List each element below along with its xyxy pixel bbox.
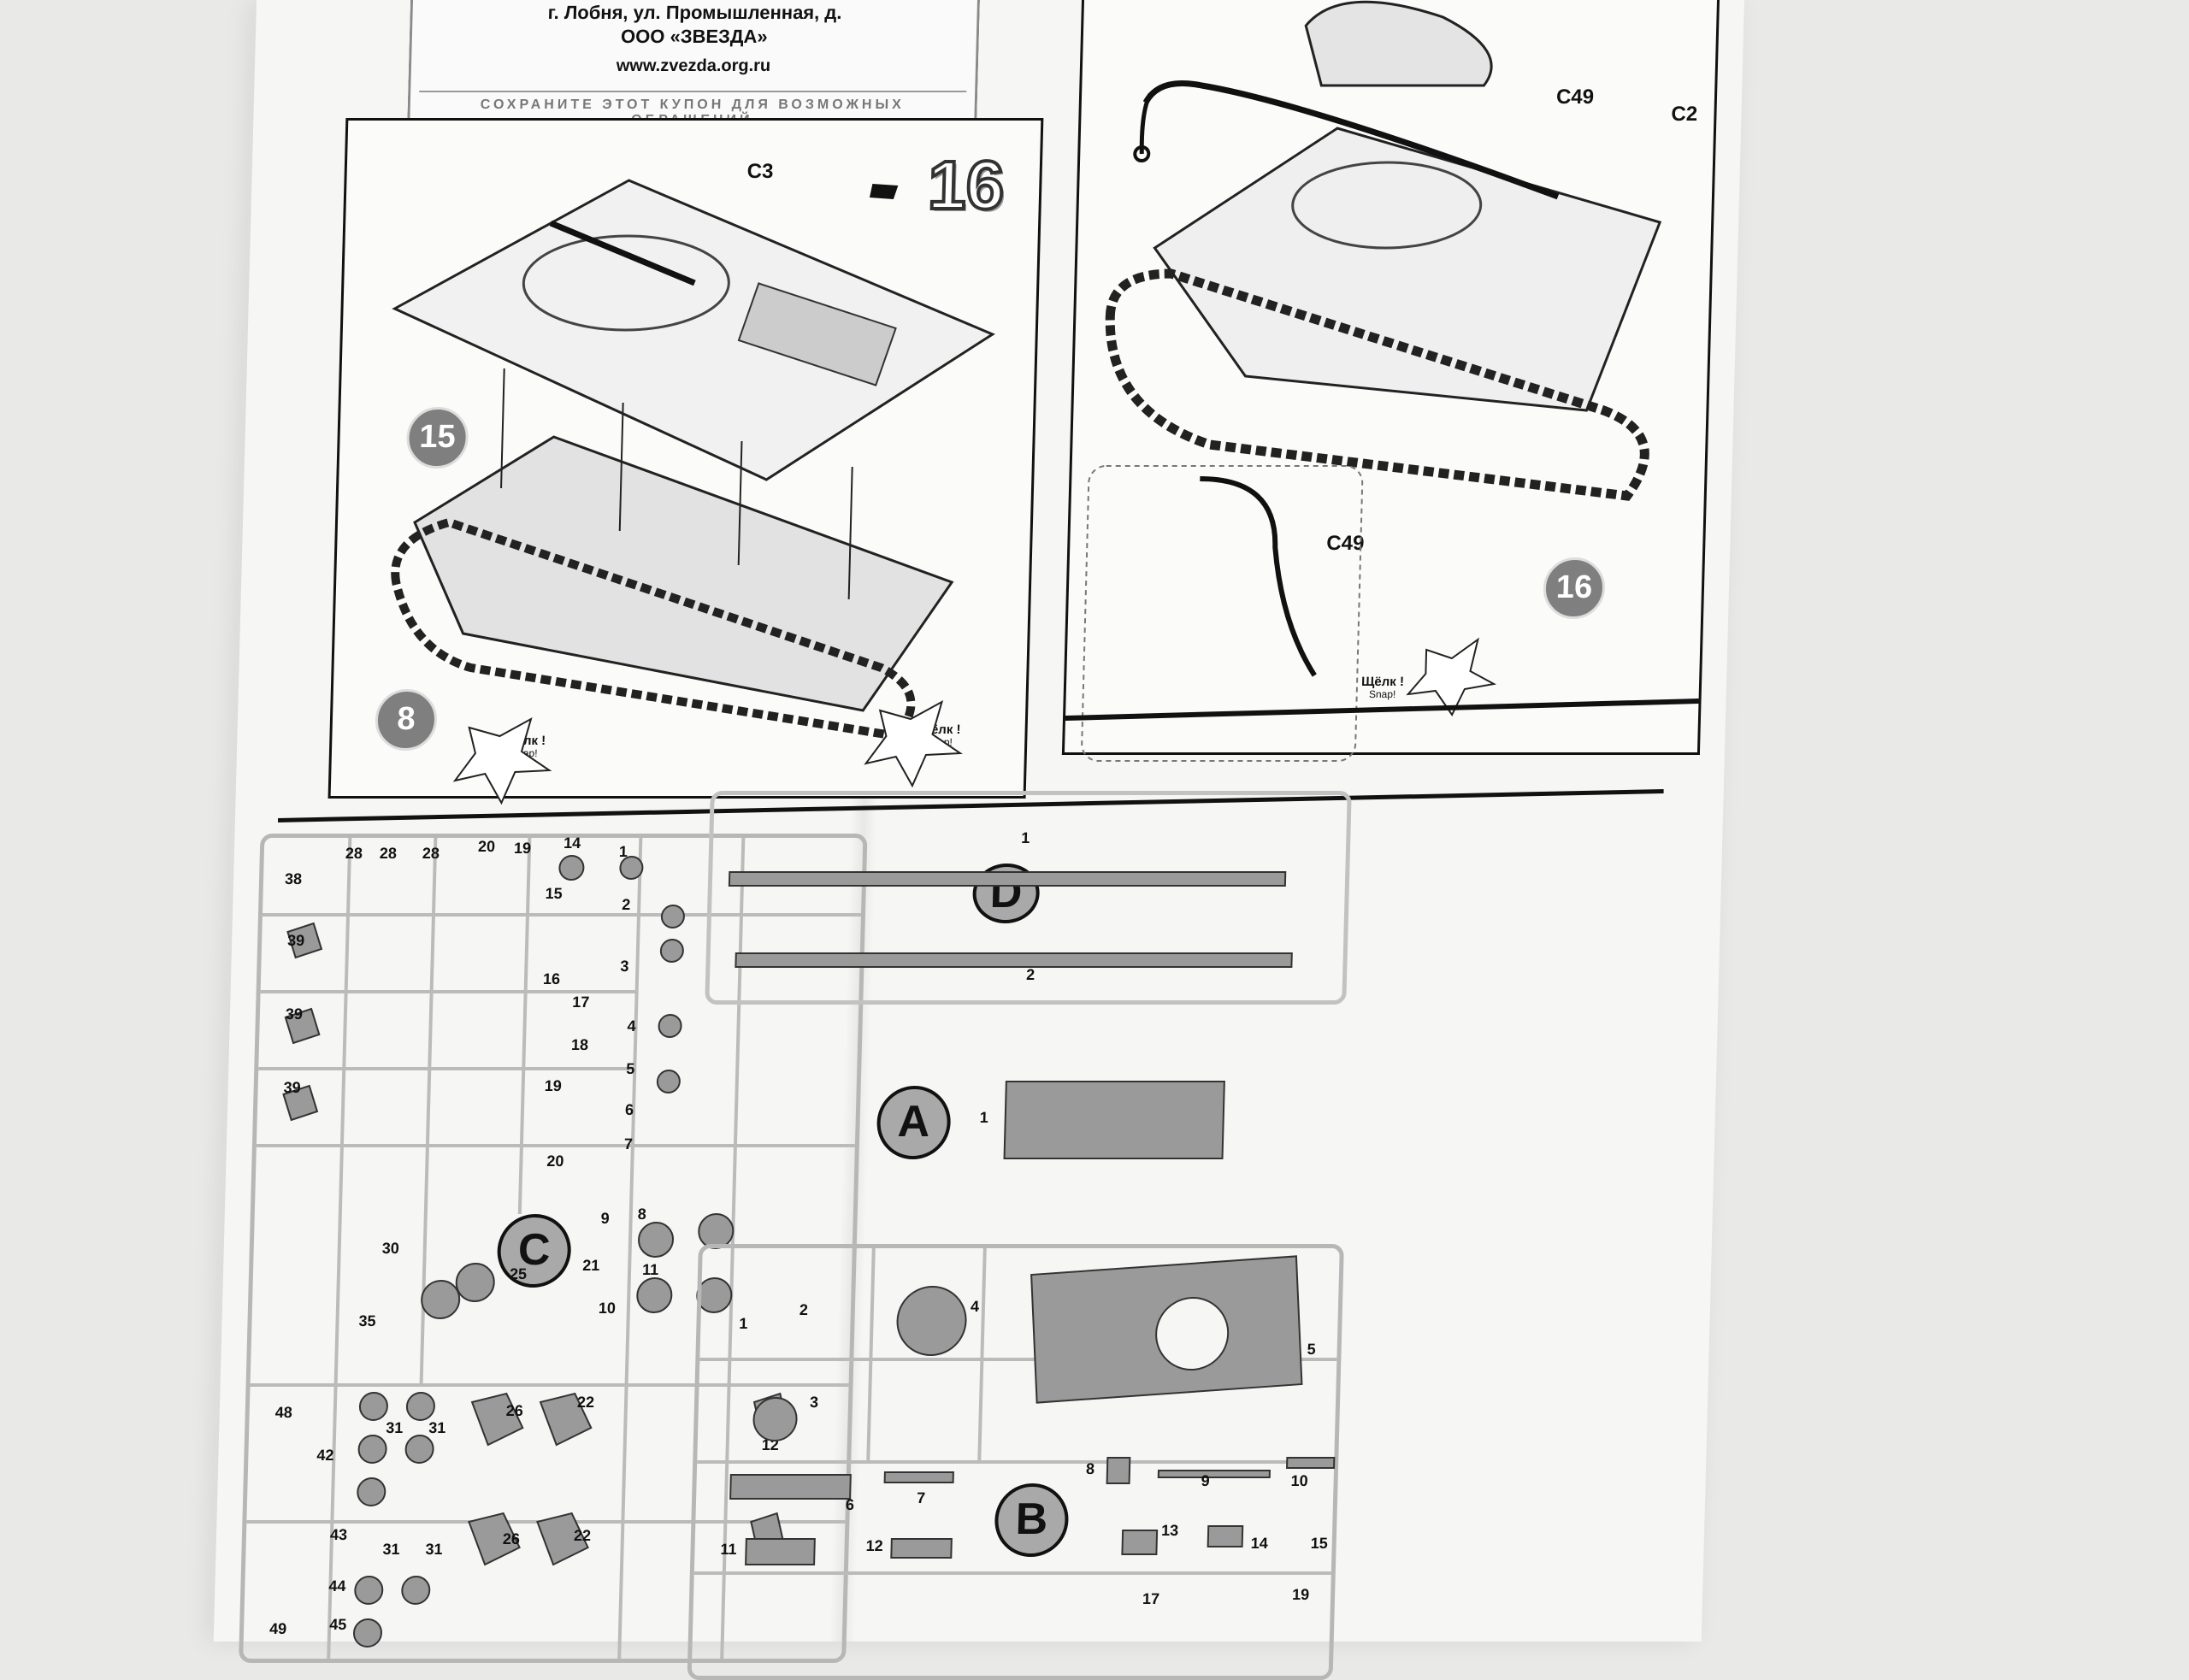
sprue-a: A 1 [876, 1073, 1237, 1167]
sprue-b: B 1 2 [687, 1244, 1344, 1680]
part-number: 1 [618, 843, 628, 860]
part-number: 17 [572, 993, 590, 1011]
part-number: 26 [502, 1530, 521, 1547]
sprue-b-parts [693, 1248, 1337, 1575]
part-number: 11 [641, 1261, 659, 1278]
part-number: 28 [422, 845, 440, 862]
part-number: 6 [845, 1496, 855, 1513]
part-number: 14 [1250, 1535, 1269, 1552]
part-number: 31 [386, 1419, 404, 1436]
part-number: 20 [477, 838, 496, 855]
part-number: 4 [627, 1017, 636, 1035]
part-number: 39 [285, 1005, 304, 1023]
part-number: 2 [799, 1301, 809, 1318]
step-16b-panel: C49 C2 C49 16 Щёлк ! Snap! [1061, 0, 1720, 762]
part-number: 25 [509, 1265, 528, 1282]
step-16-panel: 16 C3 15 8 Щёлк ! Snap! Щёлк ! Snap! [327, 118, 1101, 805]
part-number: 3 [620, 958, 629, 975]
part-number: 43 [329, 1526, 348, 1543]
part-number: 39 [286, 932, 305, 949]
part-number: 10 [598, 1300, 617, 1317]
part-number: 9 [1201, 1472, 1210, 1489]
part-number: 18 [570, 1036, 589, 1053]
part-number: 26 [505, 1402, 524, 1419]
part-number: 19 [544, 1077, 563, 1094]
part-number: 19 [1291, 1586, 1310, 1603]
part-number: 4 [970, 1298, 980, 1315]
part-number: 31 [382, 1541, 400, 1558]
part-number: 28 [379, 845, 398, 862]
hull-bottom-part [1003, 1081, 1225, 1159]
part-number: 22 [576, 1394, 595, 1411]
part-number: 44 [328, 1577, 346, 1595]
part-number: 21 [581, 1257, 600, 1274]
part-number: 12 [865, 1537, 883, 1554]
part-number: 15 [545, 885, 563, 902]
part-number: 13 [1160, 1522, 1179, 1539]
part-number: 5 [1307, 1341, 1316, 1358]
part-number: 28 [345, 845, 363, 862]
part-number: 38 [284, 870, 303, 887]
coupon-address: г. Лобня, ул. Промышленная, д. [547, 2, 842, 23]
part-number: 7 [916, 1489, 926, 1506]
part-number: 10 [1290, 1472, 1308, 1489]
part-number: 20 [546, 1152, 564, 1170]
part-number: 8 [1085, 1460, 1095, 1477]
part-number: 19 [513, 840, 532, 857]
part-number: 35 [358, 1312, 376, 1329]
part-number: 7 [623, 1135, 634, 1152]
tank-assembly-drawing [391, 121, 1101, 805]
part-number: 9 [600, 1210, 610, 1227]
part-number: 48 [274, 1404, 293, 1421]
sprue-d: D 1 2 [705, 791, 1352, 1005]
part-number: 14 [563, 834, 581, 852]
part-number: 2 [622, 896, 631, 913]
tank-with-cable-drawing [1065, 0, 1699, 762]
part-number: 31 [425, 1541, 443, 1558]
track-links [728, 871, 1293, 968]
part-number: 3 [809, 1394, 819, 1411]
coupon-company: ООО «ЗВЕЗДА» [620, 26, 769, 47]
part-number: 15 [1310, 1535, 1329, 1552]
part-number: 11 [720, 1541, 737, 1558]
sprue-c: C [239, 834, 868, 1663]
part-number: 22 [573, 1527, 592, 1544]
instruction-sheet: г. Лобня, ул. Промышленная, д. ООО «ЗВЕЗ… [213, 0, 1745, 1680]
part-number: 17 [1142, 1590, 1160, 1607]
part-number: 1 [739, 1315, 748, 1332]
part-number: 6 [624, 1101, 634, 1118]
part-number: 45 [328, 1616, 347, 1633]
part-number: 39 [283, 1079, 301, 1096]
part-number: 42 [316, 1447, 334, 1464]
part-number: 8 [637, 1205, 647, 1223]
part-number: 16 [542, 970, 561, 987]
part-number: 5 [626, 1060, 635, 1077]
part-number: 49 [268, 1620, 287, 1637]
sprue-c-parts [246, 838, 862, 1659]
coupon-url: www.zvezda.org.ru [616, 56, 771, 75]
part-number: 30 [381, 1240, 400, 1257]
part-number: 31 [428, 1419, 446, 1436]
